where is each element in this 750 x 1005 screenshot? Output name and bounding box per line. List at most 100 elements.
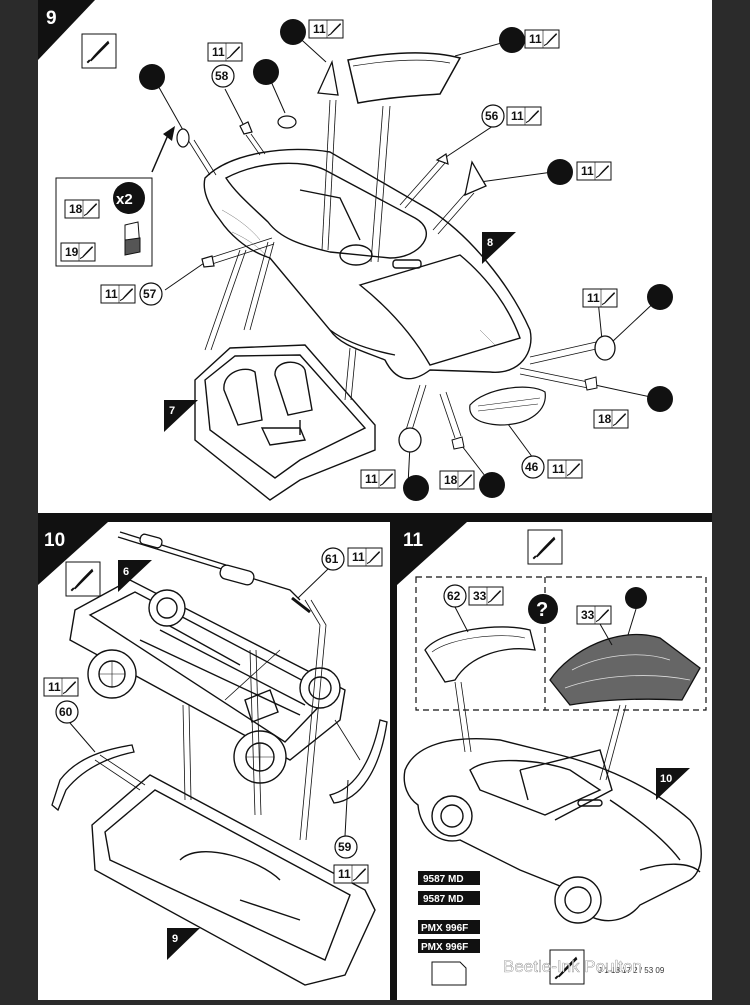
part-number: 59 [338,840,352,854]
part-circle-58 [211,64,235,88]
step-10-number: 10 [44,530,65,551]
number-plate: PMX 996F [418,920,480,934]
part-code: J 1 18 17 2 / 53 09 [598,966,665,975]
svg-text:9587 MD: 9587 MD [423,894,464,905]
question-mark: ? [536,599,548,621]
x2-label: x2 [116,191,133,208]
svg-text:11: 11 [365,472,378,486]
svg-text:11: 11 [552,462,565,476]
black-marker-dots [139,19,673,501]
svg-text:11: 11 [511,109,524,123]
paint-code-box: 11 [44,678,78,696]
quarter-light-left [317,59,339,96]
svg-text:18: 18 [69,202,83,216]
number-plate: PMX 996F [418,939,480,953]
paint-code-box: 18 [440,471,474,489]
floor-pan [91,774,376,986]
hardtop [424,626,536,683]
part-circle-61 [321,547,345,571]
svg-text:11: 11 [48,680,61,694]
paint-code-box: 11 [507,107,541,125]
watermark: Beetle-Ink Poulton [503,957,642,976]
section-divider [38,513,712,522]
part-number: 61 [325,552,339,566]
svg-text:33: 33 [473,589,487,603]
paint-code-box: 11 [361,470,395,488]
question-icon [528,594,558,624]
number-plate: 9587 MD [418,871,480,885]
svg-text:19: 19 [65,245,79,259]
side-lamp [176,128,190,148]
brush-icon [527,529,563,565]
paint-code-box: 18 [594,410,628,428]
number-plate: 9587 MD [418,891,480,905]
ref-flag-7: 7 [169,405,175,417]
brush-icon [81,33,117,69]
car-body-shell [203,148,532,380]
part-circle-60 [55,700,79,724]
part-number: 62 [447,589,461,603]
options-frame [415,576,707,711]
svg-text:11: 11 [587,291,600,305]
paint-code-box: 11 [334,865,368,883]
svg-text:33: 33 [581,608,595,622]
svg-text:11: 11 [338,867,351,881]
svg-text:PMX 996F: PMX 996F [421,923,468,934]
black-marker-dot [625,587,647,609]
part-number: 46 [525,460,539,474]
svg-text:9587 MD: 9587 MD [423,874,464,885]
side-lamp [277,115,297,129]
paint-code-box: 11 [548,460,582,478]
brush-icon [549,949,585,985]
indicator-lamp [584,376,598,391]
part-number: 56 [485,109,499,123]
paint-code-box: 11 [309,20,343,38]
finished-car [403,738,702,924]
svg-text:11: 11 [313,22,326,36]
svg-text:11: 11 [105,287,118,301]
paint-code-box: 18 [65,200,99,218]
section-divider [390,522,397,1000]
svg-text:11: 11 [529,32,542,46]
part-circle-57 [139,282,163,306]
soft-top [549,633,701,706]
step-10: 10 [38,522,388,986]
paint-code-box: 33 [469,587,503,605]
arrow-icon [151,134,169,173]
step-9: 9 [38,0,673,501]
instruction-sheet: 9 [38,0,712,1000]
part-circle-59 [334,835,358,859]
instruction-drawing: 9 [38,0,712,1000]
paint-code-box: 11 [348,548,382,566]
decal-sheet-icon [431,961,467,986]
interior-tub [194,344,376,501]
svg-text:PMX 996F: PMX 996F [421,942,468,953]
part-number: 60 [59,705,73,719]
bumper-front [51,744,135,812]
part-number: 57 [143,287,157,301]
svg-text:11: 11 [212,45,225,59]
step-9-number: 9 [46,8,57,29]
paint-code-box: 11 [583,289,617,307]
paint-code-box: 11 [101,285,135,303]
brush-icon [65,561,101,597]
part-number: 58 [215,69,229,83]
svg-text:18: 18 [444,473,458,487]
ref-flag-9: 9 [172,933,178,945]
headlamp [398,427,422,453]
exhaust-system [117,531,311,614]
indicator-lamp [451,436,465,450]
mirror-part [201,121,449,268]
windscreen [347,52,462,104]
bumper-rear [329,719,388,804]
paint-code-box: 19 [61,243,95,261]
step-11: 11 ? 33 33 62 [397,522,707,986]
part-circle-56 [481,104,505,128]
svg-text:18: 18 [598,412,612,426]
part-circle-46 [521,455,545,479]
paint-code-box: 11 [208,43,242,61]
headlamp [594,335,616,361]
chassis [69,579,346,784]
paint-code-box: 11 [577,162,611,180]
ref-flag-8: 8 [487,237,493,249]
